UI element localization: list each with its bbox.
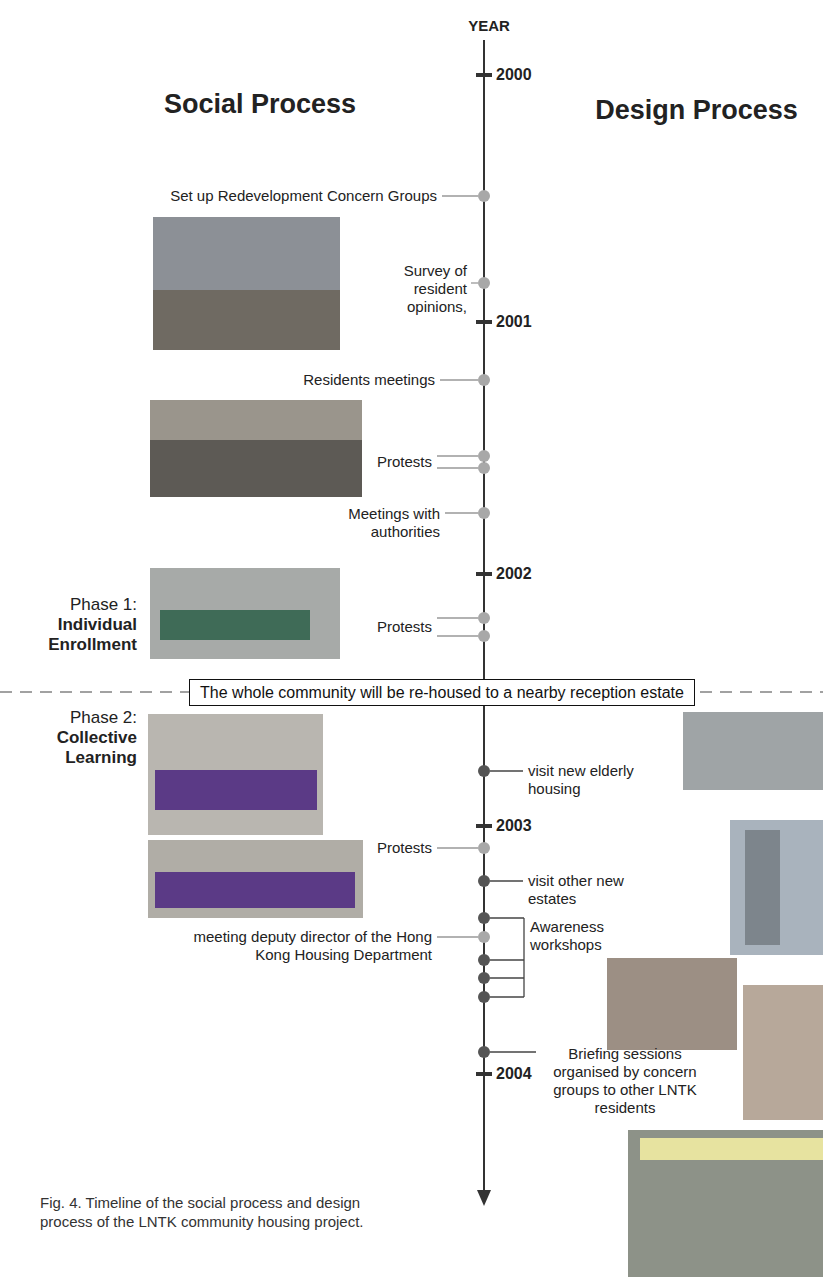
year-label: 2000 <box>496 66 556 84</box>
phase-label: Phase 2: <box>7 708 137 728</box>
event-label: Residents meetings <box>185 371 435 389</box>
event-label: meeting deputy director of the Hong Kong… <box>170 928 432 964</box>
event-label: Protests <box>332 839 432 857</box>
event-label: Protests <box>352 618 432 636</box>
phase-label: Phase 1: <box>7 595 137 615</box>
event-label: Briefing sessions organised by concern g… <box>540 1045 710 1117</box>
banner-box: The whole community will be re-housed to… <box>189 679 695 706</box>
event-label: Survey of resident opinions, <box>389 262 467 316</box>
photo <box>148 217 823 1277</box>
year-label: 2001 <box>496 313 556 331</box>
column-heading: Social Process <box>120 88 400 120</box>
banner-text: The whole community will be re-housed to… <box>200 683 684 702</box>
year-label: 2004 <box>496 1065 538 1083</box>
phase-label: Individual Enrollment <box>33 615 137 655</box>
leader-line <box>490 771 536 1052</box>
axis-title: YEAR <box>459 17 519 35</box>
event-label: visit new elderly housing <box>528 762 636 798</box>
figure-caption: Fig. 4. Timeline of the social process a… <box>40 1193 370 1231</box>
phase-label: Collective Learning <box>33 728 137 768</box>
event-label: visit other new estates <box>528 872 628 908</box>
event-dot <box>478 190 490 943</box>
column-heading: Design Process <box>570 94 823 126</box>
event-dot <box>478 765 490 1058</box>
event-label: Awareness workshops <box>530 918 634 954</box>
year-label: 2002 <box>496 565 556 583</box>
event-label: Meetings with authorities <box>328 505 440 541</box>
event-label: Set up Redevelopment Concern Groups <box>37 187 437 205</box>
event-label: Protests <box>332 453 432 471</box>
year-label: 2003 <box>496 817 556 835</box>
time-axis <box>476 40 492 1206</box>
